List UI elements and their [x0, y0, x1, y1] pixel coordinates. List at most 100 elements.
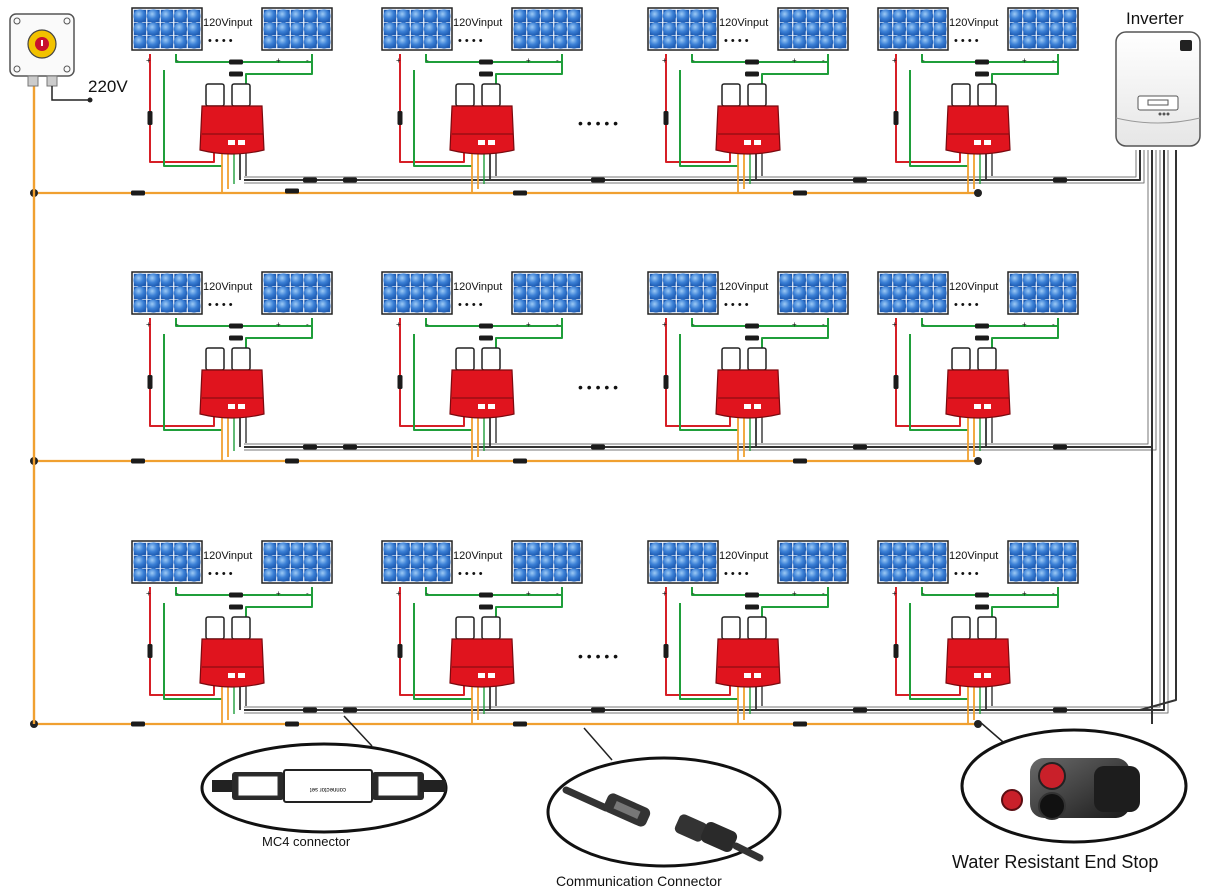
port	[488, 673, 495, 678]
mc4-connector-label: MC4 connector	[262, 834, 351, 849]
row-continuation-dots: • • • • •	[578, 115, 618, 131]
panel-plus-mark: +	[792, 589, 797, 598]
microinverter-body	[945, 369, 1011, 419]
panel-cell-highlight	[833, 9, 847, 23]
panel-cell-highlight	[649, 273, 663, 287]
panel-cell-highlight	[879, 22, 893, 36]
panel-cell-highlight	[423, 299, 438, 313]
panel-minus-mark: -	[556, 56, 559, 65]
panel-cell-highlight	[792, 299, 807, 313]
panel-input-label: 120Vinput	[949, 281, 998, 293]
panel-input-label: 120Vinput	[453, 281, 502, 293]
inline-connector	[229, 604, 243, 610]
microinverter	[945, 347, 1011, 419]
panel-cell-highlight	[906, 542, 920, 556]
dc-input-cap	[205, 616, 225, 640]
panel-cell-highlight	[779, 9, 793, 23]
panel-minus-mark: -	[426, 56, 429, 65]
end-stop-label: Water Resistant End Stop	[952, 852, 1158, 872]
inline-connector	[131, 721, 145, 727]
panel-cell-highlight	[187, 9, 201, 23]
panel-cell-highlight	[146, 299, 161, 313]
panel-cell-highlight	[276, 299, 291, 313]
panel-cell-highlight	[662, 286, 677, 300]
panel-dots: • • • •	[954, 568, 979, 580]
panel-cell-highlight	[676, 35, 690, 49]
panel-cell-highlight	[906, 286, 920, 300]
panel-cell-highlight	[437, 35, 451, 49]
panel-cell-highlight	[779, 35, 793, 49]
panel-minus-mark: -	[426, 589, 429, 598]
panel-dots: • • • •	[208, 568, 233, 580]
panel-dots: • • • •	[458, 35, 483, 47]
panel-plus-mark: +	[396, 56, 401, 65]
panel-minus-mark: -	[176, 56, 179, 65]
inline-connector	[975, 592, 989, 598]
inline-connector	[663, 644, 669, 658]
microinverter-body	[199, 105, 265, 155]
microinverter-body	[715, 369, 781, 419]
inline-connector	[975, 323, 989, 329]
panel-minus-mark: -	[922, 56, 925, 65]
microinverter	[715, 83, 781, 155]
inline-connector	[975, 71, 989, 77]
port	[228, 404, 235, 409]
panel-cell-highlight	[1009, 273, 1023, 287]
panel-cell-highlight	[290, 568, 304, 582]
port	[984, 673, 991, 678]
panel-cell-highlight	[540, 286, 554, 300]
panel-cell-highlight	[410, 22, 424, 36]
panel-cell-highlight	[396, 273, 411, 287]
panel-cell-highlight	[906, 22, 920, 36]
inline-connector	[745, 59, 759, 65]
panel-cell-highlight	[689, 568, 704, 582]
row-continuation-dots: • • • • •	[578, 648, 618, 664]
panel-cell-highlight	[1036, 22, 1050, 36]
panel-cell-highlight	[276, 35, 291, 49]
panel-cell-highlight	[553, 299, 568, 313]
panel-cell-highlight	[662, 9, 677, 23]
panel-cell-highlight	[662, 299, 677, 313]
panel-cell-highlight	[662, 273, 677, 287]
inline-connector	[303, 707, 317, 713]
panel-cell-highlight	[133, 9, 147, 23]
trunk-wire	[244, 150, 1141, 181]
dc-input-cap	[455, 83, 475, 107]
panel-cell-highlight	[410, 555, 424, 569]
panel-cell-highlight	[290, 286, 304, 300]
panel-cell-highlight	[303, 299, 318, 313]
panel-cell-highlight	[806, 35, 820, 49]
panel-cell-highlight	[1049, 273, 1064, 287]
panel-cell-highlight	[906, 35, 920, 49]
panel-cell-highlight	[1063, 568, 1077, 582]
panel-cell-highlight	[933, 35, 947, 49]
dc-input-cap	[951, 347, 971, 371]
panel-cell-highlight	[317, 286, 331, 300]
panel-cell-highlight	[792, 22, 807, 36]
panel-cell-highlight	[187, 555, 201, 569]
panel-cell-highlight	[892, 35, 907, 49]
inline-connector	[745, 592, 759, 598]
solar-panel	[381, 271, 453, 315]
port	[228, 673, 235, 678]
panel-cell-highlight	[540, 568, 554, 582]
dc-input-cap	[455, 616, 475, 640]
inline-connector	[853, 177, 867, 183]
panel-cell-highlight	[879, 273, 893, 287]
panel-cell-highlight	[779, 22, 793, 36]
panel-cell-highlight	[919, 9, 934, 23]
panel-cell-highlight	[819, 299, 834, 313]
microinverter-body	[715, 105, 781, 155]
panel-cell-highlight	[703, 286, 717, 300]
solar-panel	[777, 7, 849, 51]
dc-input-cap	[747, 83, 767, 107]
panel-cell-highlight	[540, 9, 554, 23]
panel-cell-highlight	[540, 22, 554, 36]
panel-cell-highlight	[423, 555, 438, 569]
panel-cell-highlight	[146, 555, 161, 569]
panel-cell-highlight	[303, 35, 318, 49]
panel-cell-highlight	[892, 9, 907, 23]
panel-cell-highlight	[649, 555, 663, 569]
panel-cell-highlight	[933, 555, 947, 569]
panel-input-label: 120Vinput	[719, 281, 768, 293]
